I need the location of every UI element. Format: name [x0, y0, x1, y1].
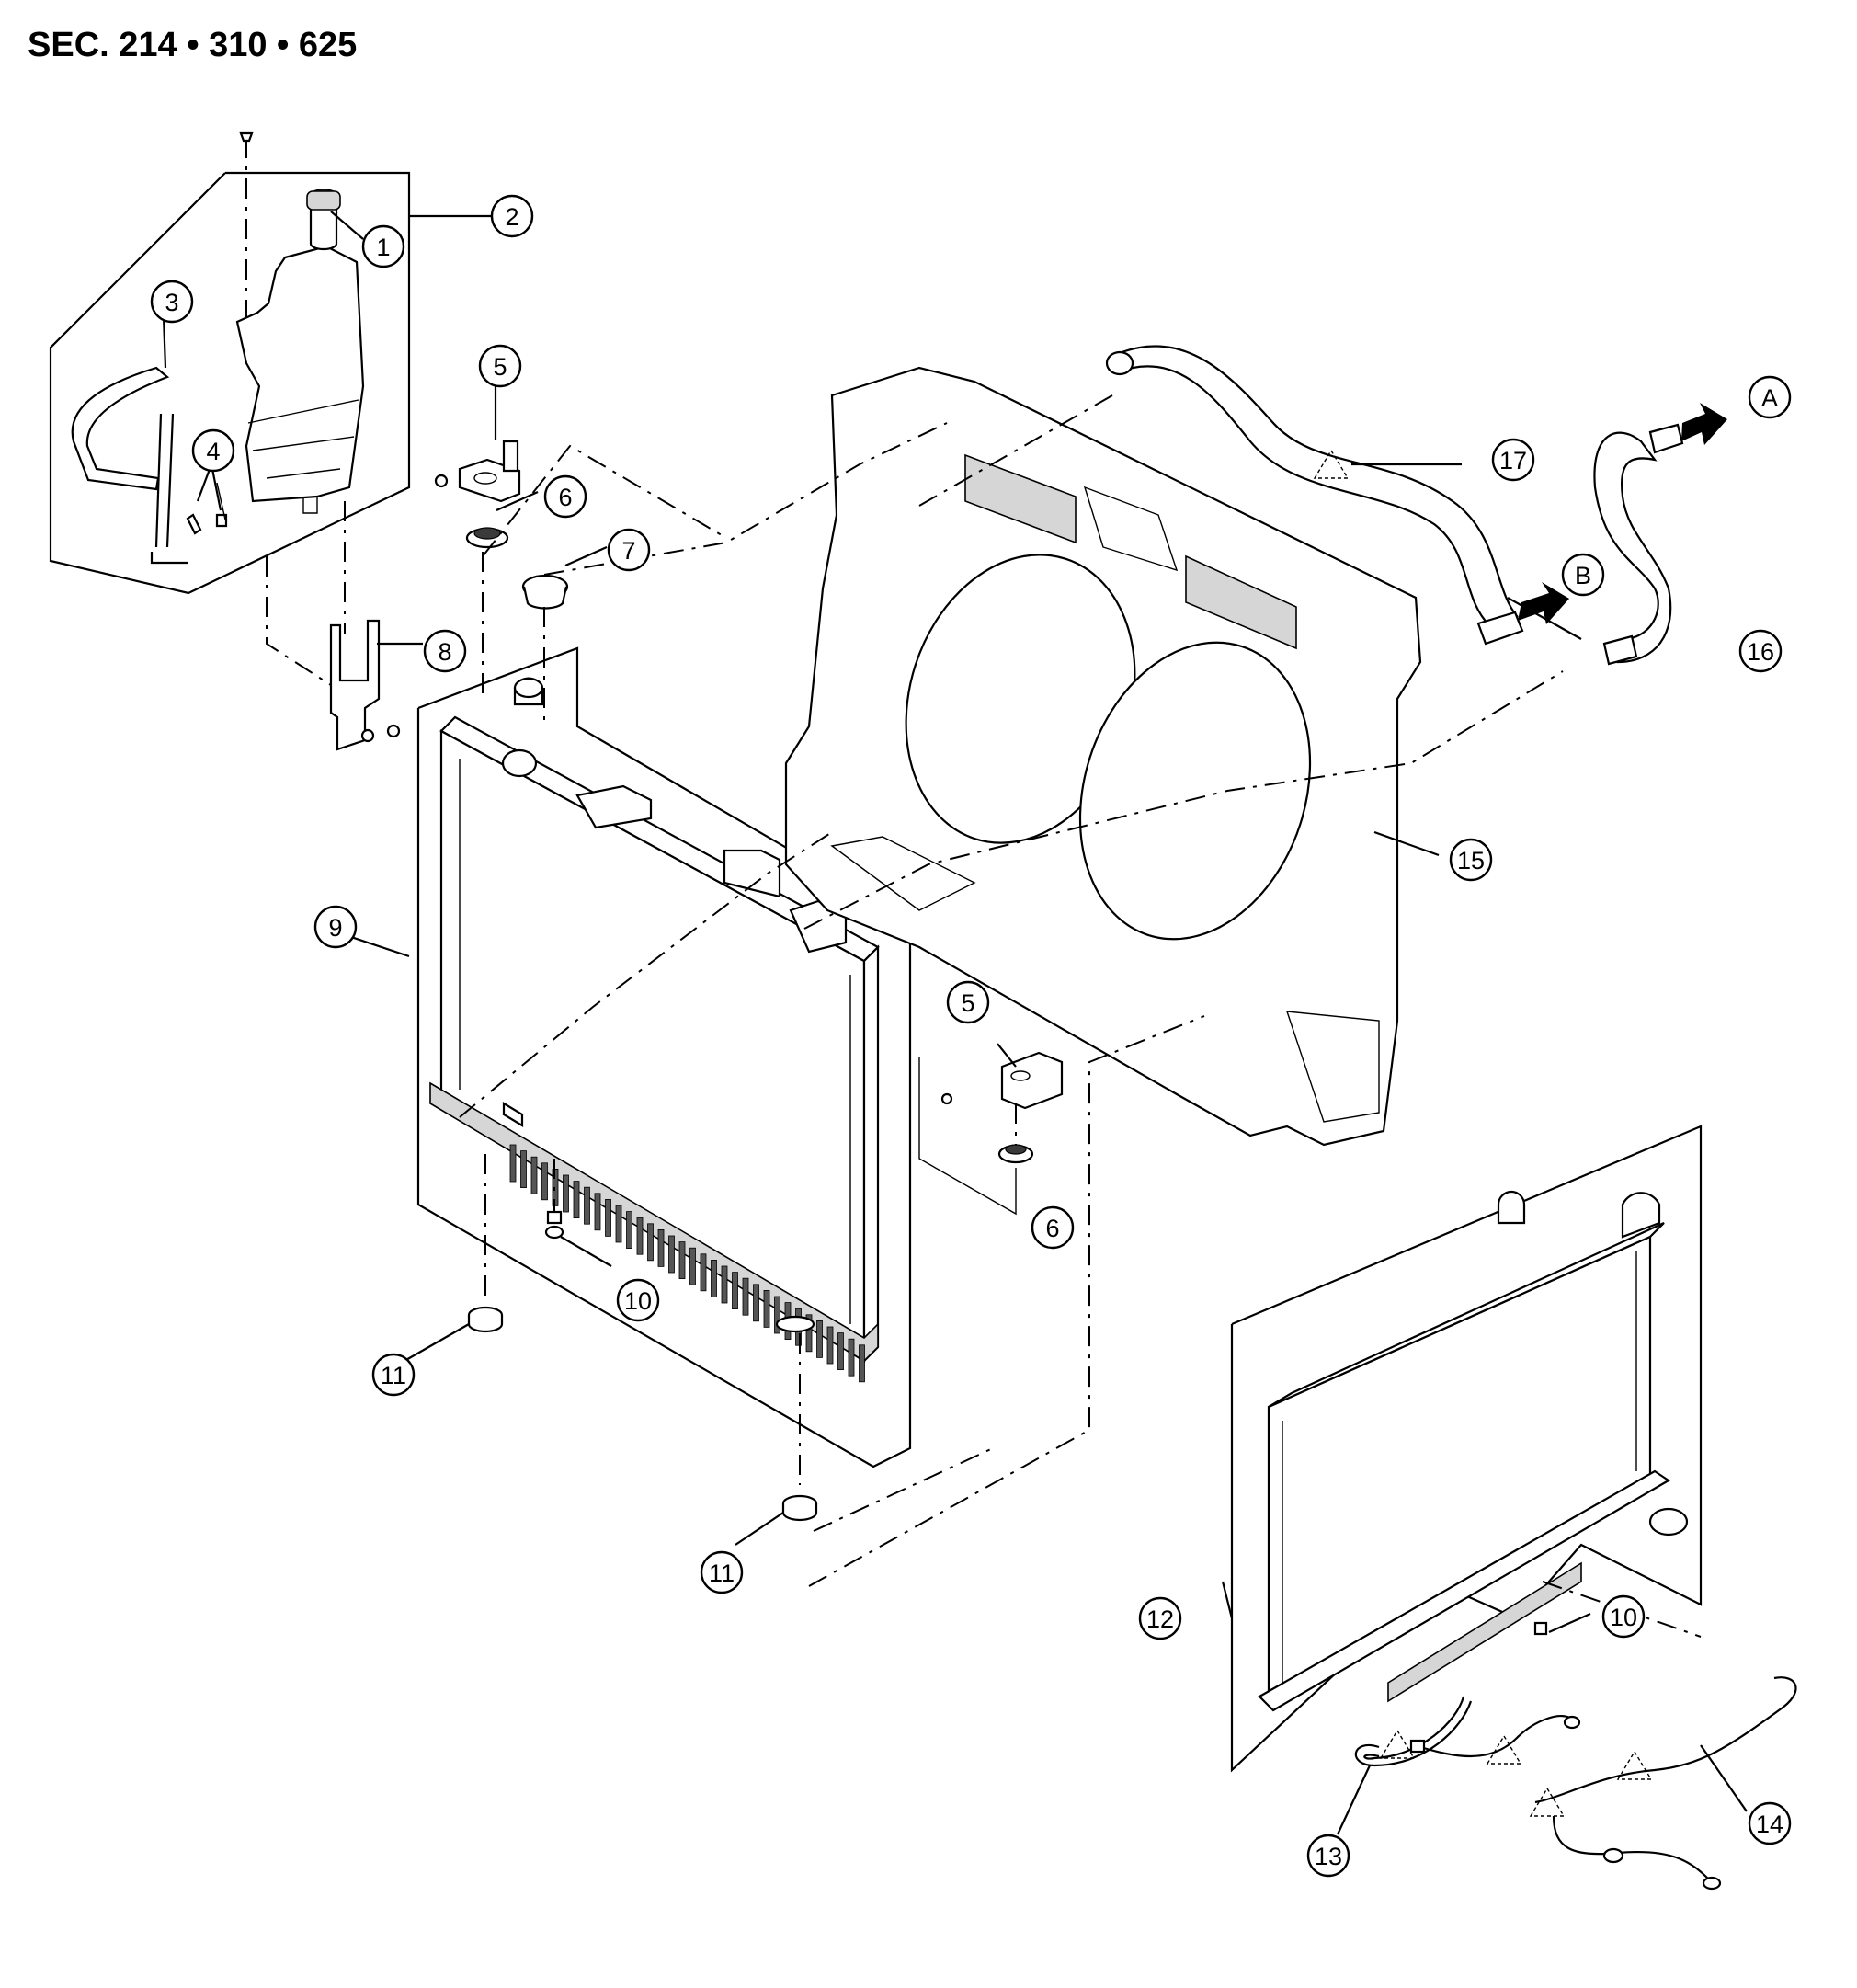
callout-circle-icon: [1138, 1596, 1182, 1640]
callout-number: 8: [438, 638, 451, 666]
callout-number: 7: [621, 537, 635, 565]
alternate-radiator-group-outline: [1230, 1125, 1703, 1773]
callout-number: 9: [328, 914, 342, 942]
radiator-cap: [521, 574, 569, 726]
callout-c5b: 5: [946, 980, 990, 1024]
callout-c6b: 6: [1031, 1205, 1075, 1250]
callout-circle-icon: [1449, 838, 1493, 882]
callout-c13: 13: [1306, 1834, 1350, 1878]
callout-c12: 12: [1138, 1596, 1182, 1640]
callout-number: 5: [493, 353, 507, 381]
callout-c14: 14: [1748, 1801, 1792, 1845]
callout-c2: 2: [490, 194, 534, 238]
callout-circle-icon: [313, 905, 358, 949]
lower-mount-rubber-left: [404, 1154, 504, 1362]
callout-c7: 7: [607, 528, 651, 572]
callout-number: 6: [558, 484, 572, 511]
callout-number: 5: [961, 989, 974, 1017]
upper-mount-rubber: [465, 527, 509, 699]
callout-c4: 4: [191, 428, 235, 473]
callout-c10a: 10: [616, 1278, 660, 1322]
callout-number: 17: [1499, 447, 1527, 474]
tightening-warning-markers: [1313, 449, 1653, 1817]
callout-circle-icon: [1748, 1801, 1792, 1845]
callout-number: 11: [381, 1362, 406, 1389]
callout-number: A: [1761, 384, 1778, 412]
ref-ra: A: [1748, 375, 1792, 419]
callout-number: 2: [505, 203, 518, 231]
callout-number: 16: [1747, 638, 1774, 666]
callout-c10b: 10: [1601, 1594, 1646, 1639]
reservoir-group-outline: [49, 171, 492, 595]
callout-circle-icon: [1748, 375, 1792, 419]
callout-circle-icon: [1561, 553, 1605, 597]
callout-number: 1: [376, 234, 390, 261]
callout-circle-icon: [1738, 629, 1783, 673]
radiator-group-outline: [416, 646, 912, 1468]
callout-circle-icon: [478, 344, 522, 388]
section-title: SEC. 214 • 310 • 625: [28, 26, 358, 64]
callout-circle-icon: [543, 474, 587, 519]
upper-mount-bracket: [434, 377, 521, 503]
lower-mount-bracket: [918, 1043, 1064, 1216]
callout-c8: 8: [423, 629, 467, 673]
callout-number: 4: [206, 438, 220, 465]
callout-number: B: [1575, 562, 1591, 589]
callout-number: 13: [1315, 1843, 1342, 1870]
callout-number: 6: [1045, 1215, 1059, 1242]
callout-number: 3: [165, 289, 178, 316]
callout-circle-icon: [1306, 1834, 1350, 1878]
callout-c16: 16: [1738, 629, 1783, 673]
callout-number: 15: [1457, 847, 1485, 874]
callout-circle-icon: [700, 1550, 744, 1594]
callout-number: 10: [1610, 1604, 1637, 1631]
reservoir-tank: [235, 131, 365, 634]
radiator-fins: [509, 1144, 865, 1383]
callout-circle-icon: [607, 528, 651, 572]
callout-circle-icon: [150, 280, 194, 324]
callout-c11a: 11: [371, 1353, 416, 1397]
callout-number: 10: [624, 1287, 652, 1315]
callout-circle-icon: [616, 1278, 660, 1322]
radiator-core-support: [784, 366, 1440, 1147]
callout-c6a: 6: [543, 474, 587, 519]
cooler-hose-14: [1534, 1676, 1797, 1891]
cooler-hose-13: [1337, 1696, 1581, 1835]
drain-plug: [544, 1159, 612, 1267]
callout-c5a: 5: [478, 344, 522, 388]
radiator: [429, 677, 880, 1383]
alternate-radiator: [1258, 1190, 1702, 1712]
callout-c1: 1: [361, 224, 405, 268]
callout-c17: 17: [1491, 438, 1535, 482]
callout-number: 11: [709, 1560, 735, 1587]
callout-circle-icon: [946, 980, 990, 1024]
callout-circle-icon: [191, 428, 235, 473]
ref-rb: B: [1561, 553, 1605, 597]
callout-circle-icon: [490, 194, 534, 238]
callout-circle-icon: [1601, 1594, 1646, 1639]
reservoir-bracket: [266, 556, 423, 751]
callout-c15: 15: [1449, 838, 1493, 882]
callout-circle-icon: [1031, 1205, 1075, 1250]
callout-circle-icon: [361, 224, 405, 268]
upper-radiator-hose: [1105, 345, 1569, 646]
lower-mount-rubber-right: [735, 1333, 818, 1546]
reservoir-hose: [71, 366, 228, 565]
lower-radiator-hose: [1593, 403, 1727, 666]
callout-circle-icon: [1491, 438, 1535, 482]
callout-c9: 9: [313, 905, 358, 949]
callout-c3: 3: [150, 280, 194, 324]
callout-c11b: 11: [700, 1550, 744, 1594]
callout-circle-icon: [371, 1353, 416, 1397]
callout-circle-icon: [423, 629, 467, 673]
callout-number: 12: [1146, 1605, 1174, 1633]
callout-number: 14: [1756, 1811, 1783, 1838]
